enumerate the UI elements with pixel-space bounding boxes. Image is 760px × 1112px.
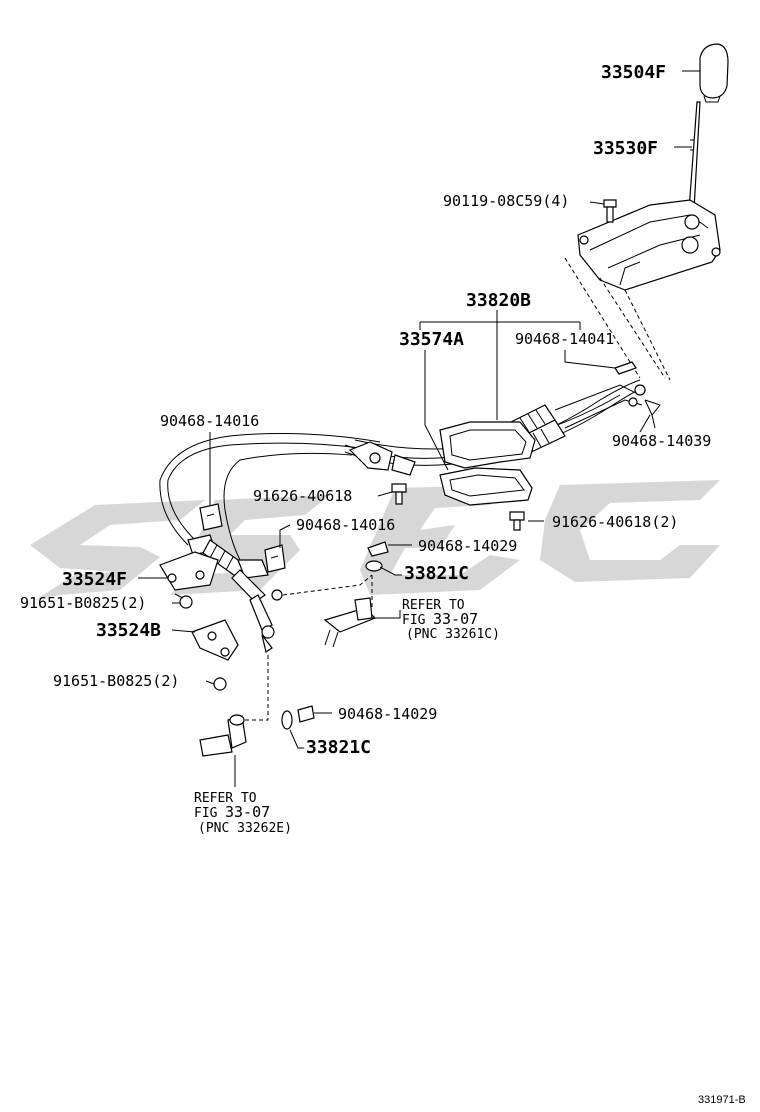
bolt-f — [174, 593, 193, 609]
label-bracket-b: 33524B — [96, 620, 161, 641]
label-bolt-b: 91651-B0825(2) — [53, 672, 179, 690]
ref-upper-line2-pre: FIG — [402, 613, 426, 628]
label-washer-lower: 33821C — [306, 737, 371, 758]
washer-upper — [365, 560, 383, 572]
ref-lower-line2-num: 33-07 — [225, 803, 270, 821]
label-bolt-right: 91626-40618(2) — [552, 513, 678, 531]
label-cable-bracket: 33574A — [399, 329, 464, 350]
label-bolt-top: 90119-08C59(4) — [443, 192, 569, 210]
label-washer-upper: 33821C — [404, 563, 469, 584]
pin-clip-upper — [367, 541, 389, 557]
label-clip-right: 90468-14039 — [612, 432, 711, 450]
label-pin-clip-lower: 90468-14029 — [338, 705, 437, 723]
label-bracket-f: 33524F — [62, 569, 127, 590]
bolt-b — [213, 677, 227, 691]
clip-upper-right — [614, 361, 637, 375]
washer-lower — [281, 710, 293, 730]
trans-lever-upper — [323, 597, 377, 648]
ref-lower-line3: (PNC 33262E) — [198, 821, 292, 836]
clip-left-top — [199, 503, 223, 531]
label-lever: 33530F — [593, 138, 658, 159]
figure-id: 331971-B — [698, 1094, 746, 1106]
label-bolt-mid: 91626-40618 — [253, 487, 352, 505]
ref-lower-line1: REFER TO — [194, 791, 257, 806]
label-pin-clip-upper: 90468-14029 — [418, 537, 517, 555]
bolt-right — [509, 511, 525, 531]
label-clip-mid: 90468-14016 — [296, 516, 395, 534]
shift-knob — [699, 43, 729, 103]
watermark-logo — [30, 480, 720, 600]
label-bolt-f: 91651-B0825(2) — [20, 594, 146, 612]
clip-right — [644, 399, 661, 429]
label-clip-upper-right: 90468-14041 — [515, 330, 614, 348]
clip-mid — [264, 544, 286, 573]
ref-upper-line1: REFER TO — [402, 598, 465, 613]
bracket-f — [159, 551, 219, 591]
ref-upper-line3: (PNC 33261C) — [406, 627, 500, 642]
label-knob: 33504F — [601, 62, 666, 83]
label-cable-assy: 33820B — [466, 290, 531, 311]
ref-upper-line2-num: 33-07 — [433, 610, 478, 628]
ref-note-upper: REFER TO FIG 33-07 (PNC 33261C) — [402, 598, 500, 642]
ref-note-lower: REFER TO FIG 33-07 (PNC 33262E) — [194, 791, 292, 836]
cable-left — [159, 433, 416, 561]
bolt-mid — [391, 483, 407, 505]
shift-housing — [577, 199, 721, 291]
shift-lever — [688, 101, 701, 211]
trans-lever-lower — [199, 714, 247, 757]
bolt-top — [603, 199, 617, 223]
pin-clip-lower — [297, 705, 315, 723]
cable-bracket — [439, 421, 536, 506]
ref-lower-line2-pre: FIG — [194, 806, 218, 821]
label-clip-left-top: 90468-14016 — [160, 412, 259, 430]
bracket-b — [191, 619, 239, 661]
cable-ends-left — [187, 534, 283, 653]
